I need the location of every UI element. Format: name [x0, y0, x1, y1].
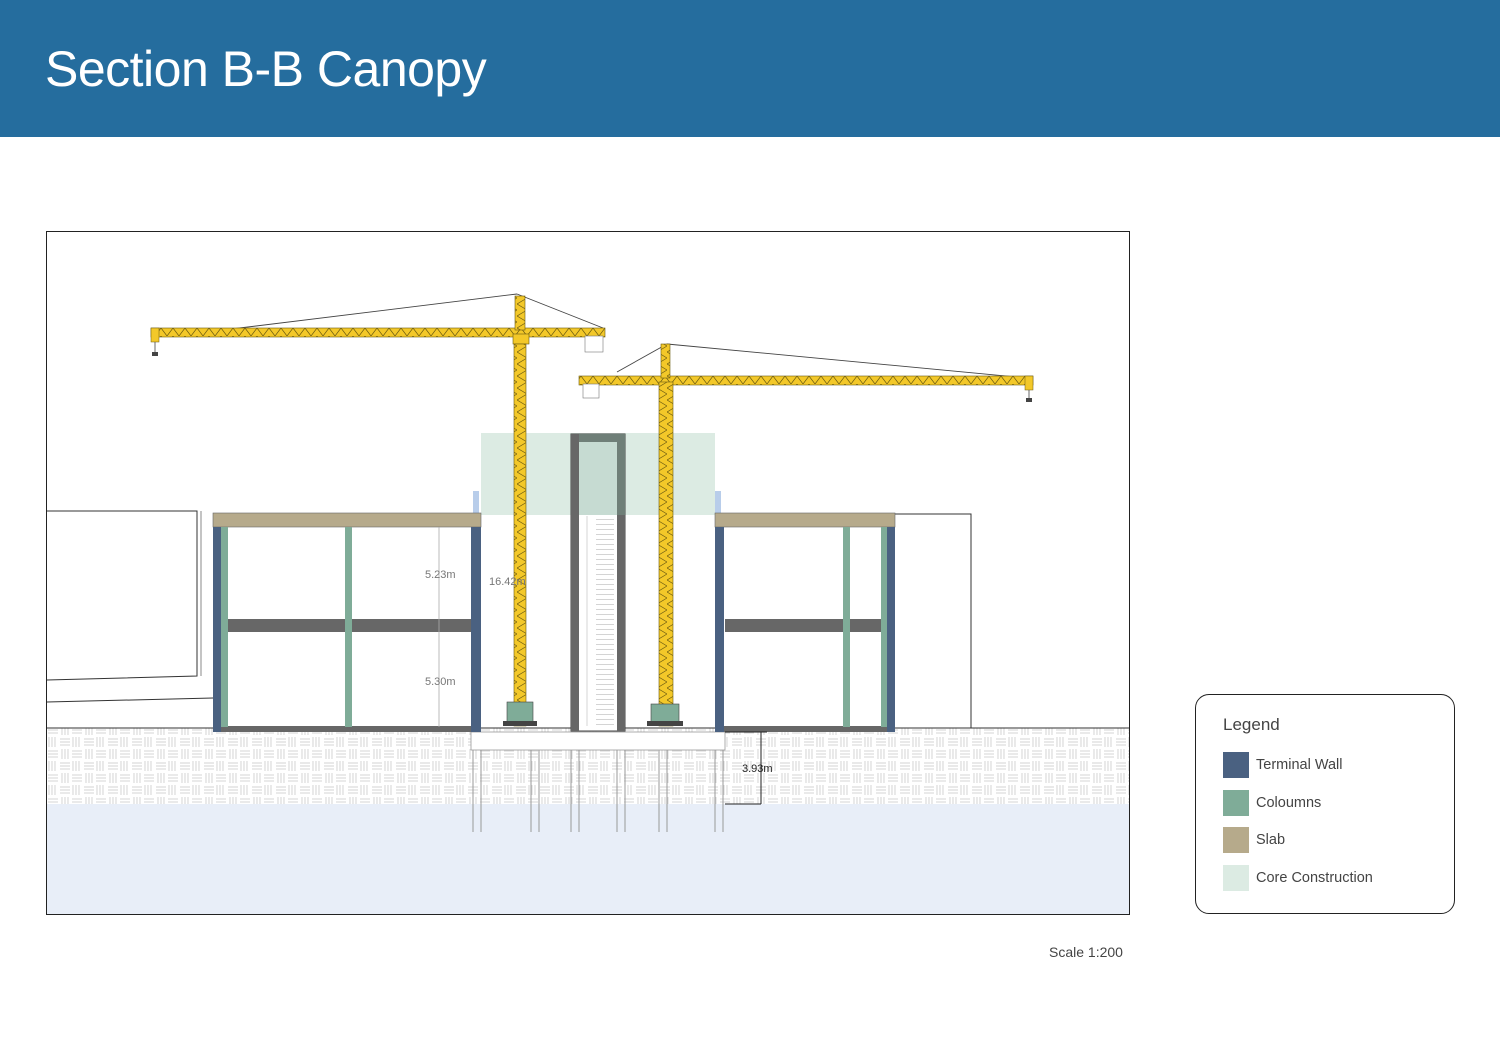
column-left-1 — [221, 527, 228, 727]
tower-crane-1 — [150, 293, 606, 727]
tower-crane-2 — [578, 343, 1034, 727]
dim-upper-floor: 5.23m — [425, 569, 456, 581]
foundation-piles — [472, 750, 724, 832]
roof-slab-right — [714, 512, 896, 528]
dim-foundation-depth: 3.93m — [742, 763, 773, 775]
terminal-wall-left-inner — [471, 527, 481, 732]
legend-swatch-core-construction — [1223, 865, 1249, 891]
core-shaft — [570, 433, 626, 732]
section-svg: 5.23m 5.30m 16.42m 3.93m — [47, 293, 1129, 914]
legend-swatch-columns — [1223, 790, 1249, 816]
roof-slab-left — [212, 512, 482, 528]
right-terminal-block — [714, 512, 896, 732]
legend-title: Legend — [1223, 715, 1280, 734]
terminal-wall-left-outer — [213, 527, 221, 732]
legend-label-terminal-wall: Terminal Wall — [1256, 757, 1343, 773]
section-drawing: 5.23m 5.30m 16.42m 3.93m — [46, 231, 1130, 915]
page-title: Section B-B Canopy — [45, 41, 487, 97]
legend-label-slab: Slab — [1256, 832, 1286, 848]
adjacent-building-left — [47, 510, 214, 703]
foundation-depth-dimension — [725, 731, 767, 805]
column-right-2 — [881, 527, 887, 727]
mid-slab-right — [725, 619, 883, 632]
legend-swatch-terminal-wall — [1223, 752, 1249, 778]
column-right-1 — [843, 527, 850, 727]
adjacent-building-right — [895, 513, 972, 728]
header-bar: Section B-B Canopy — [0, 0, 1500, 137]
core-foundation — [470, 731, 726, 751]
legend-box: Legend Terminal Wall Coloumns Slab Core … — [1195, 694, 1455, 914]
legend-label-columns: Coloumns — [1256, 795, 1322, 811]
legend-swatch-slab — [1223, 827, 1249, 853]
dim-lower-floor: 5.30m — [425, 676, 456, 688]
terminal-wall-right-inner — [715, 527, 724, 732]
legend-label-core-construction: Core Construction — [1256, 870, 1373, 886]
groundwater-zone — [47, 804, 1129, 914]
left-terminal-block — [212, 512, 482, 732]
terminal-wall-right-outer — [887, 527, 895, 732]
scale-label: Scale 1:200 — [1049, 944, 1123, 960]
dim-core-height: 16.42m — [489, 576, 526, 588]
column-left-2 — [345, 527, 352, 727]
